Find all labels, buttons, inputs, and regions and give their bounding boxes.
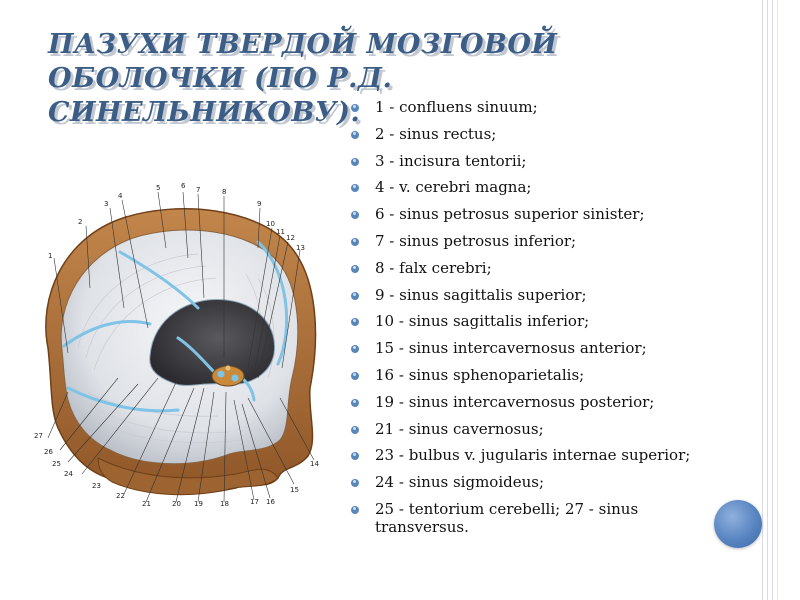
bullet-icon bbox=[351, 184, 360, 193]
figure-label: 26 bbox=[44, 448, 53, 456]
legend-text: 10 - sinus sagittalis inferior; bbox=[375, 312, 590, 331]
legend-text: 15 - sinus intercavernosus anterior; bbox=[375, 339, 647, 358]
anatomy-illustration: 1 2 3 4 5 6 7 8 9 10 11 12 13 14 15 16 1… bbox=[34, 182, 319, 508]
figure-label: 4 bbox=[118, 192, 123, 200]
figure-label: 10 bbox=[266, 220, 275, 228]
figure-label: 12 bbox=[286, 234, 295, 242]
next-slide-button[interactable] bbox=[714, 500, 762, 548]
frame-line bbox=[767, 0, 768, 600]
legend-item: 2 - sinus rectus; bbox=[348, 125, 723, 143]
legend-item: 19 - sinus intercavernosus posterior; bbox=[348, 393, 723, 411]
legend-item: 16 - sinus sphenoparietalis; bbox=[348, 366, 723, 384]
figure-label: 11 bbox=[276, 228, 285, 236]
bullet-icon bbox=[351, 505, 360, 515]
legend-item: 3 - incisura tentorii; bbox=[348, 152, 723, 170]
legend-item: 6 - sinus petrosus superior sinister; bbox=[348, 205, 723, 223]
bullet-icon bbox=[351, 291, 360, 301]
figure-label: 8 bbox=[222, 188, 226, 196]
figure-label: 22 bbox=[116, 492, 125, 500]
bullet-icon bbox=[351, 104, 360, 113]
bullet-icon bbox=[351, 130, 360, 140]
legend-item: 7 - sinus petrosus inferior; bbox=[348, 232, 723, 250]
bullet-icon bbox=[351, 479, 360, 488]
legend-text: 4 - v. cerebri magna; bbox=[375, 178, 532, 197]
figure-label: 19 bbox=[194, 500, 203, 508]
figure-label: 2 bbox=[78, 218, 82, 226]
figure-label: 3 bbox=[104, 200, 108, 208]
figure-label: 1 bbox=[48, 252, 52, 260]
legend-text: 21 - sinus cavernosus; bbox=[375, 419, 544, 438]
figure-label: 16 bbox=[266, 498, 275, 506]
frame-line bbox=[772, 0, 773, 600]
figure-label: 15 bbox=[290, 486, 299, 494]
legend-text: 25 - tentorium cerebelli; 27 - sinus tra… bbox=[375, 499, 639, 536]
legend-text: 19 - sinus intercavernosus posterior; bbox=[375, 392, 655, 411]
legend-item: 1 - confluens sinuum; bbox=[348, 98, 723, 116]
legend-text: 2 - sinus rectus; bbox=[375, 124, 497, 143]
bullet-icon bbox=[351, 237, 360, 247]
legend-text: 1 - confluens sinuum; bbox=[375, 98, 538, 116]
tentorial-notch bbox=[149, 299, 276, 386]
figure-label: 23 bbox=[92, 482, 101, 490]
legend-text: 6 - sinus petrosus superior sinister; bbox=[375, 205, 645, 224]
legend-item: 15 - sinus intercavernosus anterior; bbox=[348, 339, 723, 357]
figure-label: 25 bbox=[52, 460, 61, 468]
cavernous-region bbox=[211, 365, 245, 387]
figure-label: 20 bbox=[172, 500, 181, 508]
legend-item: 9 - sinus sagittalis superior; bbox=[348, 286, 723, 304]
figure-label: 27 bbox=[34, 432, 43, 440]
legend-text: 23 - bulbus v. jugularis internae superi… bbox=[375, 446, 691, 465]
legend-text: 3 - incisura tentorii; bbox=[375, 151, 527, 170]
figure-label: 18 bbox=[220, 500, 229, 508]
legend-text: 8 - falx cerebri; bbox=[375, 258, 492, 277]
skull-base bbox=[97, 457, 279, 496]
bullet-icon bbox=[351, 264, 360, 274]
figure-label: 6 bbox=[181, 182, 186, 190]
title-shadow: ПАЗУХИ ТВЕРДОЙ МОЗГОВОЙ ОБОЛОЧКИ (ПО Р.Д… bbox=[51, 32, 561, 131]
bullet-icon bbox=[351, 157, 360, 167]
bullet-icon bbox=[351, 452, 360, 461]
legend-text: 9 - sinus sagittalis superior; bbox=[375, 285, 587, 304]
legend-text: 24 - sinus sigmoideus; bbox=[375, 473, 545, 492]
legend-item: 24 - sinus sigmoideus; bbox=[348, 473, 723, 491]
legend-item: 10 - sinus sagittalis inferior; bbox=[348, 312, 723, 330]
frame-line bbox=[762, 0, 763, 600]
legend-text: 16 - sinus sphenoparietalis; bbox=[375, 365, 585, 384]
figure-label: 9 bbox=[257, 200, 261, 208]
legend-item: 21 - sinus cavernosus; bbox=[348, 420, 723, 438]
figure-label: 21 bbox=[142, 500, 151, 508]
figure-label: 14 bbox=[310, 460, 319, 468]
legend-text: 7 - sinus petrosus inferior; bbox=[375, 231, 577, 250]
bullet-icon bbox=[351, 398, 360, 408]
legend-item: 8 - falx cerebri; bbox=[348, 259, 723, 277]
figure-label: 7 bbox=[196, 186, 200, 194]
bullet-icon bbox=[351, 211, 360, 220]
frame-line bbox=[777, 0, 778, 600]
figure-label: 5 bbox=[156, 184, 160, 192]
bullet-icon bbox=[351, 345, 360, 354]
figure-label: 24 bbox=[64, 470, 73, 478]
leader-lines bbox=[47, 191, 315, 503]
bullet-icon bbox=[351, 371, 360, 381]
figure-label: 17 bbox=[250, 498, 259, 506]
legend-item: 4 - v. cerebri magna; bbox=[348, 178, 723, 196]
bullet-icon bbox=[351, 318, 360, 327]
slide-title: ПАЗУХИ ТВЕРДОЙ МОЗГОВОЙ ОБОЛОЧКИ (ПО Р.Д… bbox=[48, 29, 558, 128]
figure-label: 13 bbox=[296, 244, 305, 252]
legend-item: 25 - tentorium cerebelli; 27 - sinus tra… bbox=[348, 500, 723, 536]
legend-item: 23 - bulbus v. jugularis internae superi… bbox=[348, 446, 723, 464]
bullet-icon bbox=[351, 425, 360, 435]
legend-list: 1 - confluens sinuum; 2 - sinus rectus; … bbox=[348, 98, 723, 545]
